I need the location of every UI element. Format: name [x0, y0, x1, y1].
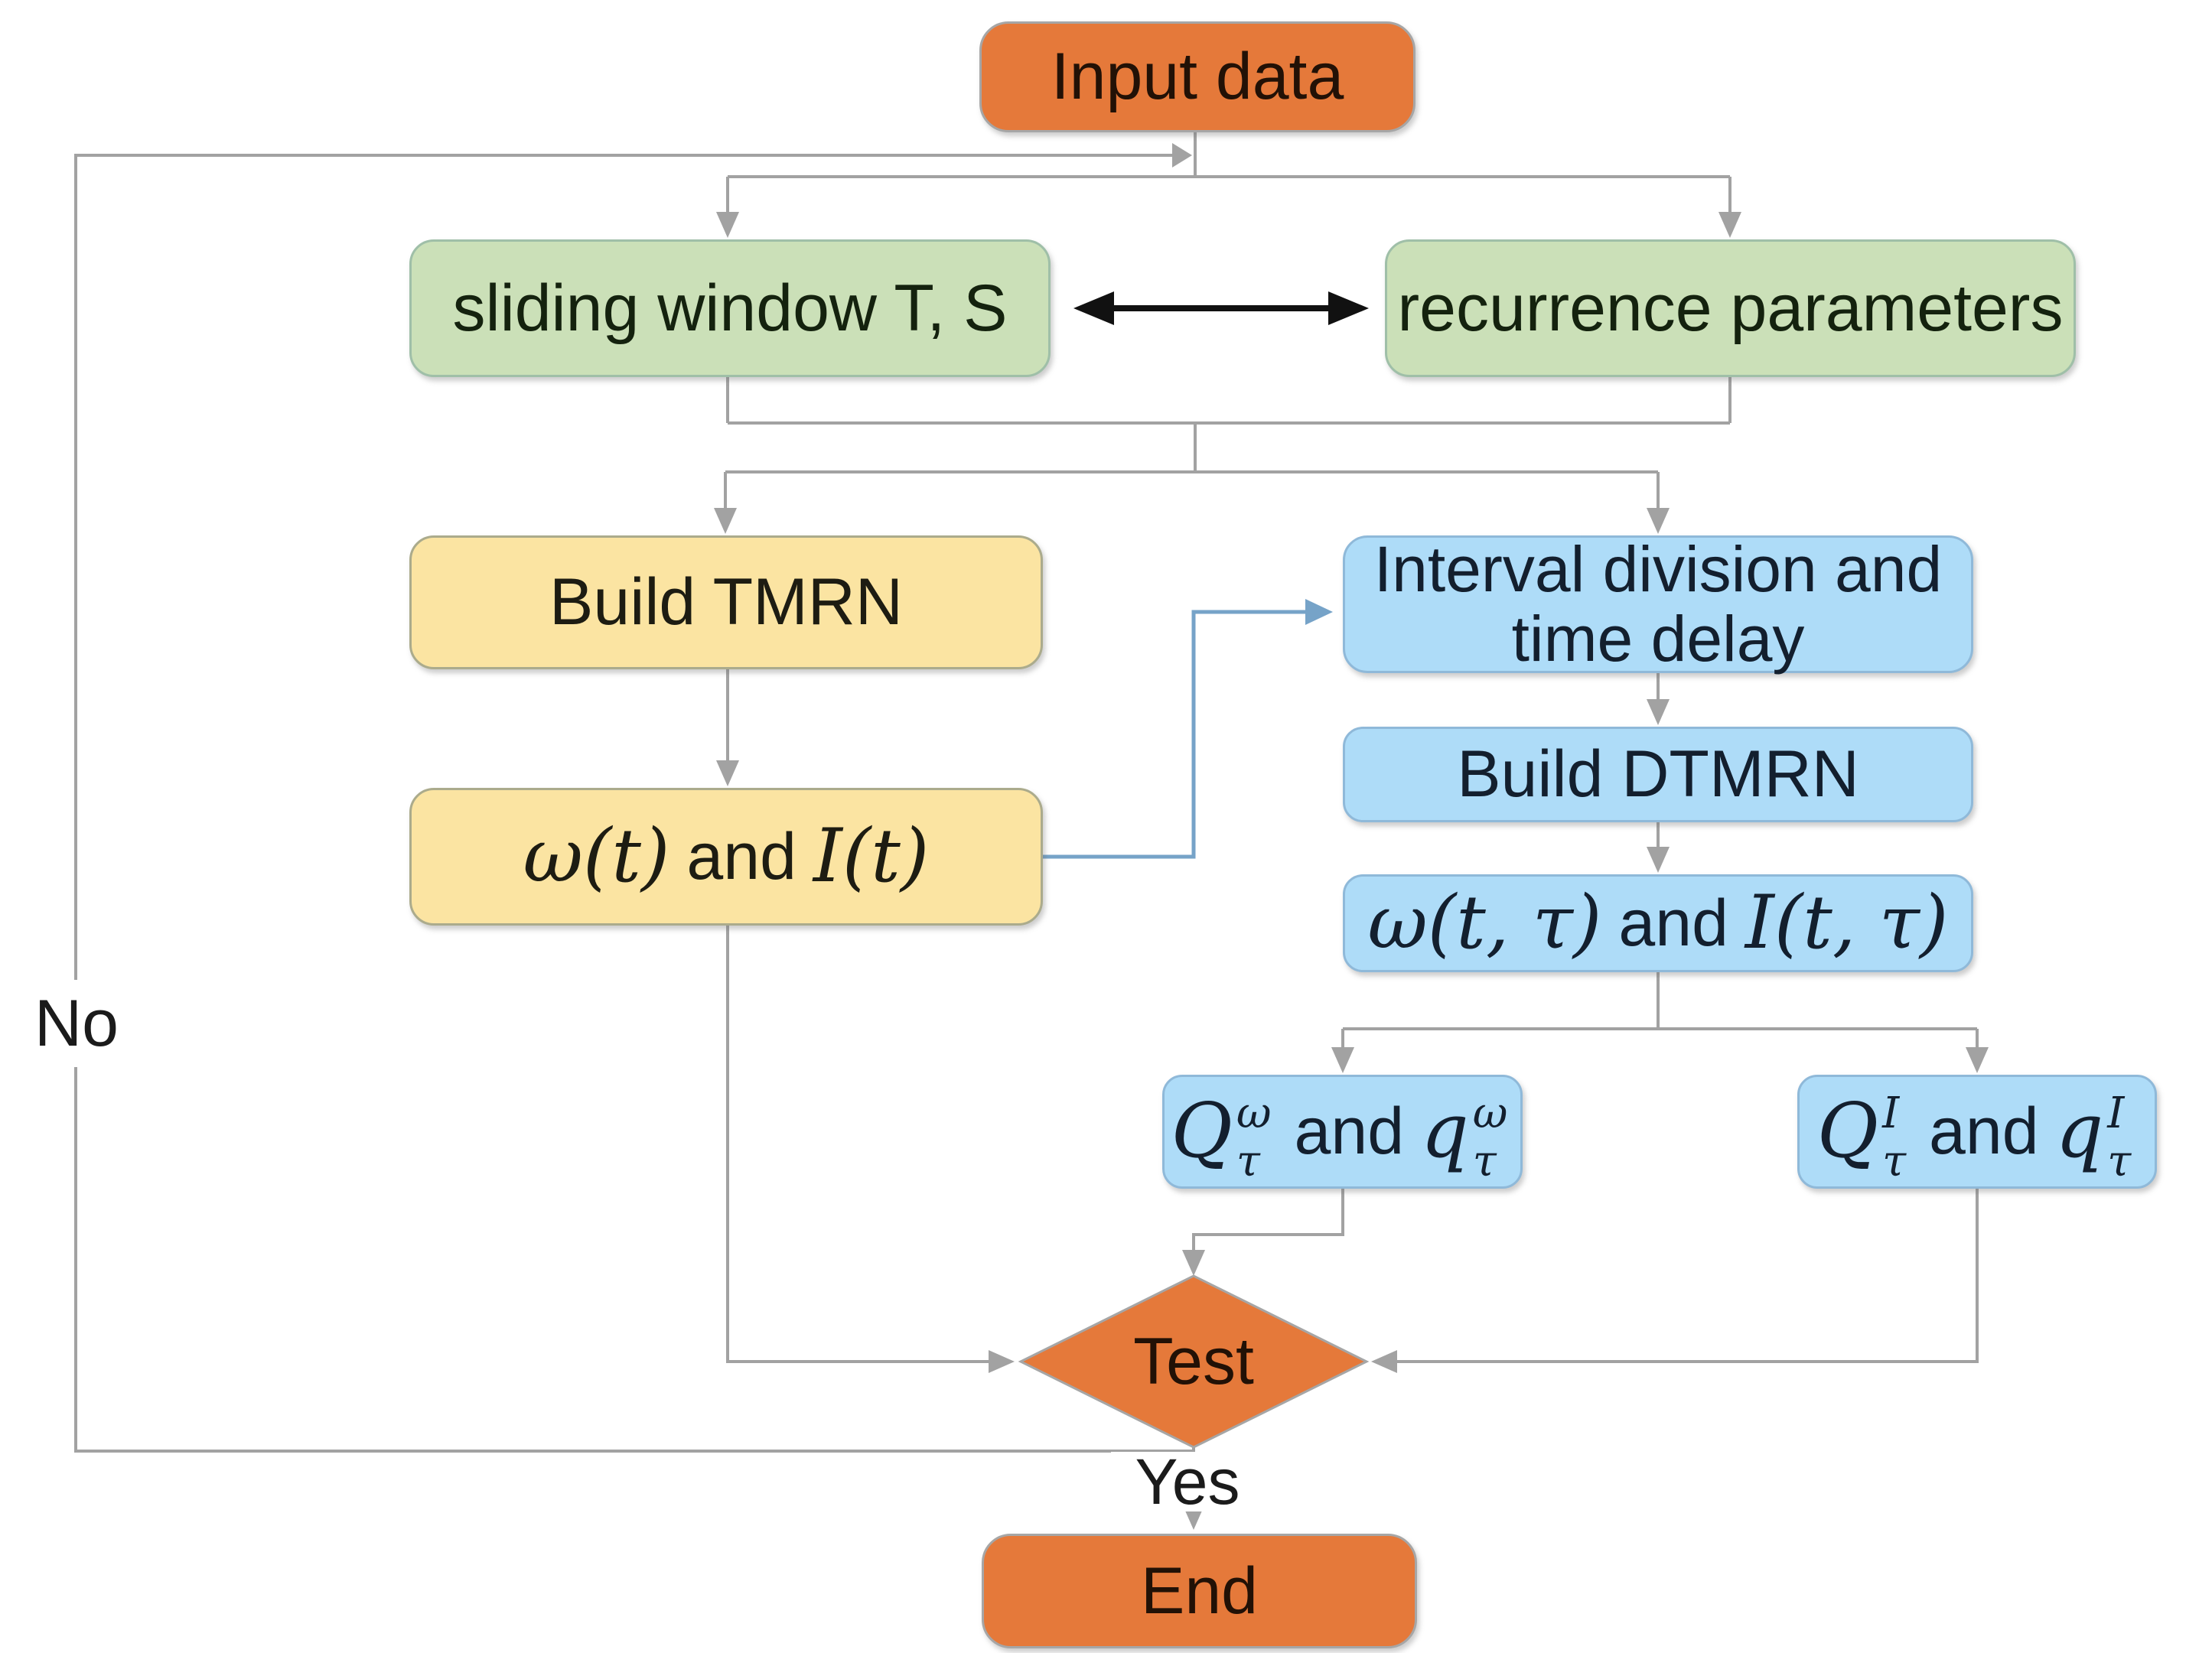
- arrowhead-greenleft-icon: [716, 212, 739, 238]
- node-test-label: Test: [1133, 1324, 1254, 1398]
- arrowhead-no-icon: [1172, 143, 1192, 168]
- i-t-math: I(t): [813, 813, 930, 900]
- interval-line2: time delay: [1511, 603, 1805, 675]
- node-q-i-label: Q I τ and q I τ: [1816, 1086, 2138, 1183]
- q-omega-sub1: τ: [1236, 1137, 1260, 1186]
- q-i-sup1: I: [1882, 1088, 1900, 1138]
- connector-omega-to-test: [726, 926, 1008, 1363]
- node-omega-i-t-label: ω(t) and I(t): [523, 813, 930, 900]
- q-omega-base1: Q: [1171, 1087, 1233, 1175]
- arrowhead-omegatau-icon: [1647, 847, 1670, 873]
- double-arrow-right-icon: [1328, 291, 1369, 325]
- double-arrow-left-icon: [1073, 291, 1114, 325]
- node-test: Test: [1079, 1324, 1308, 1398]
- q-i-base2: q: [2055, 1087, 2104, 1175]
- node-input-data-label: Input data: [1051, 40, 1344, 114]
- node-build-tmrn: Build TMRN: [409, 535, 1043, 669]
- node-sliding-window-label: sliding window T, S: [452, 271, 1008, 345]
- q-omega-scripts1: ω τ: [1236, 1092, 1272, 1183]
- q-omega-and: and: [1294, 1095, 1405, 1169]
- test-diamond-shape: [1018, 1274, 1370, 1449]
- connector-qi-to-test: [1377, 1189, 1979, 1363]
- node-end: End: [982, 1534, 1417, 1648]
- edge-label-no: No: [29, 980, 124, 1067]
- blue-link-arrowhead-icon: [1305, 599, 1333, 625]
- node-sliding-window: sliding window T, S: [409, 239, 1051, 377]
- blue-link: [1043, 599, 1333, 859]
- edge-label-yes: Yes: [1111, 1446, 1264, 1518]
- interval-line1: Interval division and: [1373, 533, 1943, 606]
- q-i-sup2: I: [2107, 1088, 2125, 1138]
- q-i-sub1: τ: [1882, 1137, 1907, 1186]
- node-omega-i-t-tau: ω(t, τ) and I(t, τ): [1343, 874, 1973, 972]
- node-build-dtmrn-label: Build DTMRN: [1457, 737, 1859, 812]
- node-q-omega-label: Q ω τ and q ω τ: [1171, 1086, 1514, 1183]
- node-omega-i-t-tau-label: ω(t, τ) and I(t, τ): [1368, 883, 1949, 963]
- connector-no-feedback: [74, 154, 1194, 1453]
- arrowhead-dtmrn-icon: [1647, 699, 1670, 725]
- connector-green-merge: [726, 377, 1731, 472]
- arrowhead-qomega-icon: [1331, 1047, 1354, 1073]
- node-interval-division: Interval division and time delay: [1343, 535, 1973, 673]
- omega-t-and: and: [686, 819, 797, 893]
- gray-arrowheads: [714, 143, 1989, 1530]
- i-t-tau-math: I(t, τ): [1745, 880, 1949, 966]
- q-i-and: and: [1929, 1095, 2039, 1169]
- node-input-data: Input data: [979, 21, 1415, 132]
- node-q-omega: Q ω τ and q ω τ: [1162, 1075, 1523, 1189]
- edge-label-yes-text: Yes: [1135, 1445, 1240, 1518]
- edge-label-no-text: No: [34, 986, 119, 1060]
- node-q-i: Q I τ and q I τ: [1797, 1075, 2157, 1189]
- q-omega-base2: q: [1421, 1087, 1469, 1175]
- q-omega-sub2: τ: [1472, 1137, 1497, 1186]
- double-arrow: [1073, 291, 1369, 325]
- node-end-label: End: [1140, 1554, 1259, 1628]
- arrowhead-greenright-icon: [1718, 212, 1741, 238]
- node-build-dtmrn: Build DTMRN: [1343, 727, 1973, 822]
- node-interval-division-label: Interval division and time delay: [1374, 535, 1942, 673]
- arrowhead-test-left-icon: [989, 1350, 1015, 1373]
- connector-second-split: [724, 470, 1660, 520]
- omega-t-tau-math: ω(t, τ): [1367, 880, 1602, 966]
- q-i-scripts1: I τ: [1882, 1092, 1906, 1183]
- blue-link-line: [1043, 610, 1318, 859]
- q-omega-sup2: ω: [1472, 1088, 1508, 1138]
- arrowhead-test-top-icon: [1182, 1250, 1205, 1276]
- omega-t-tau-and: and: [1618, 886, 1728, 960]
- connector-top-split: [726, 175, 1731, 231]
- arrowhead-interval-icon: [1647, 508, 1670, 534]
- node-recurrence-parameters-label: recurrence parameters: [1397, 271, 2064, 345]
- arrowhead-test-right-icon: [1371, 1350, 1397, 1373]
- node-recurrence-parameters: recurrence parameters: [1385, 239, 2076, 377]
- arrowhead-tmrn-icon: [714, 508, 737, 534]
- q-i-base1: Q: [1816, 1087, 1879, 1175]
- node-build-tmrn-label: Build TMRN: [549, 565, 903, 639]
- arrowhead-omega-icon: [716, 760, 739, 786]
- q-i-sub2: τ: [2107, 1137, 2132, 1186]
- node-omega-i-t: ω(t) and I(t): [409, 788, 1043, 926]
- connector-omegatau-split: [1341, 972, 1979, 1063]
- q-omega-scripts2: ω τ: [1473, 1092, 1508, 1183]
- q-i-scripts2: I τ: [2107, 1092, 2131, 1183]
- q-omega-sup1: ω: [1236, 1088, 1272, 1138]
- connector-qomega-to-test: [1192, 1189, 1344, 1264]
- omega-t-math: ω(t): [523, 813, 670, 900]
- arrowhead-qi-icon: [1966, 1047, 1989, 1073]
